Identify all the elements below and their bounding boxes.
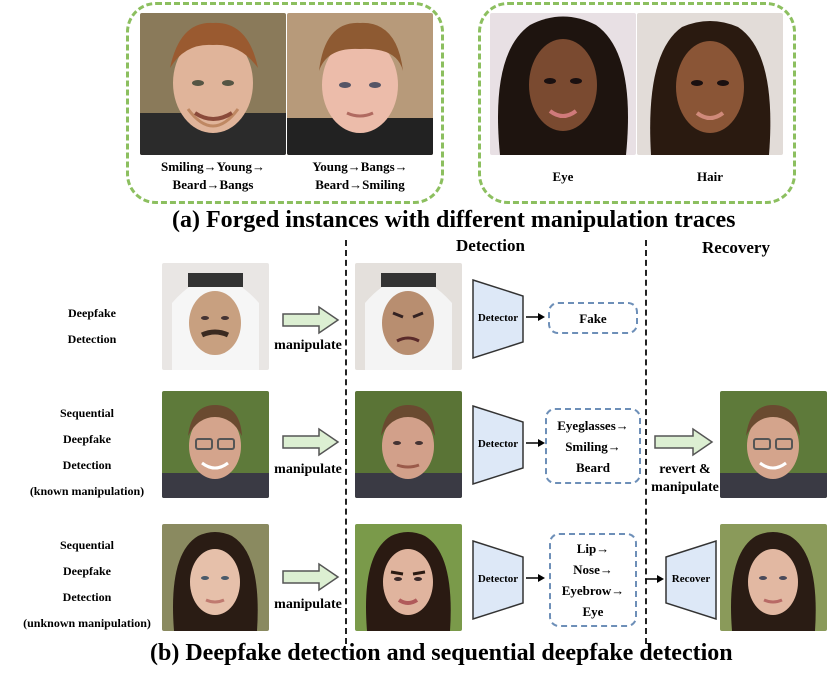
output-label: Eyebrow→ [561, 583, 625, 598]
detector-icon [472, 278, 524, 360]
face-image-manipulated-2 [355, 391, 462, 498]
divider-line [645, 240, 647, 644]
face-image-hair [637, 13, 783, 155]
revert-label-line: revert & [659, 462, 711, 477]
output-box-fake: Fake [548, 302, 638, 334]
face-image-manipulated-1 [355, 263, 462, 370]
arrow-icon [526, 439, 545, 447]
face-image-eye [490, 13, 636, 155]
row-label-line: Deepfake [63, 564, 111, 578]
output-label: Eyeglasses→ [557, 417, 629, 433]
recover-icon [665, 539, 717, 621]
face-image-manipulated-3 [355, 524, 462, 631]
arrow-icon [645, 575, 664, 583]
output-label: Eye [582, 604, 604, 619]
output-label: Smiling→ [565, 438, 621, 454]
panel-a-left-box [126, 2, 444, 204]
face-image-original-3 [162, 524, 269, 631]
row-label-sequential-known: Sequential Deepfake Detection (known man… [14, 400, 160, 504]
face-image-recovered-3 [720, 524, 827, 631]
part-b-title: (b) Deepfake detection and sequential de… [150, 640, 733, 666]
panel-a-right-box [478, 2, 796, 204]
caption-eye: Eye [552, 169, 574, 184]
manipulate-label: manipulate [274, 462, 342, 477]
arrow-icon [526, 313, 545, 321]
output-label: Fake [579, 310, 607, 326]
face-image-smiling-young-beard-bangs [140, 13, 286, 155]
divider-line [345, 240, 347, 644]
row-label-line: Detection [67, 332, 117, 346]
output-label: Lip→ [576, 541, 610, 556]
output-label: Nose→ [573, 562, 613, 577]
caption-left-1: Smiling→Young→ Beard→Bangs [140, 158, 286, 194]
caption-line: Beard→Bangs [172, 177, 254, 192]
revert-label-line: manipulate [651, 480, 719, 495]
row-label-deepfake-detection: Deepfake Detection [28, 300, 156, 352]
face-image-recovered-2 [720, 391, 827, 498]
detector-icon [472, 539, 524, 621]
recovery-column-header: Recovery [702, 238, 770, 257]
row-label-line: Deepfake [63, 432, 111, 446]
row-label-line: Deepfake [68, 306, 116, 320]
part-a-title: (a) Forged instances with different mani… [172, 207, 736, 233]
manipulate-label: manipulate [274, 338, 342, 353]
manipulate-arrow [282, 562, 340, 592]
detector-label: Detector [477, 312, 519, 324]
caption-left-2: Young→Bangs→ Beard→Smiling [287, 158, 433, 194]
output-label: Beard [576, 459, 610, 475]
row-label-line: (unknown manipulation) [23, 616, 151, 630]
row-label-line: Detection [62, 590, 112, 604]
caption-line: Smiling→Young→ [160, 159, 266, 174]
caption-hair: Hair [697, 169, 723, 184]
arrow-icon [526, 574, 545, 582]
row-label-line: Detection [62, 458, 112, 472]
revert-manipulate-label: revert & manipulate [645, 461, 725, 497]
detection-column-header: Detection [456, 236, 525, 255]
face-image-young-bangs-beard-smiling [287, 13, 433, 155]
row-label-line: (known manipulation) [29, 484, 145, 498]
row-label-line: Sequential [59, 538, 114, 552]
manipulate-arrow [282, 305, 340, 335]
detector-icon [472, 404, 524, 486]
row-label-sequential-unknown: Sequential Deepfake Detection (unknown m… [10, 532, 164, 636]
face-image-original-2 [162, 391, 269, 498]
detector-label: Detector [477, 573, 519, 585]
caption-line: Beard→Smiling [315, 177, 405, 192]
recover-label: Recover [671, 573, 711, 585]
detector-label: Detector [477, 438, 519, 450]
manipulate-label: manipulate [274, 597, 342, 612]
output-box-unknown-sequence: Lip→ Nose→ Eyebrow→ Eye [549, 533, 637, 627]
revert-arrow [654, 427, 714, 457]
manipulate-arrow [282, 427, 340, 457]
row-label-line: Sequential [59, 406, 114, 420]
caption-line: Young→Bangs→ [312, 159, 408, 174]
output-box-known-sequence: Eyeglasses→ Smiling→ Beard [545, 408, 641, 484]
face-image-original-1 [162, 263, 269, 370]
